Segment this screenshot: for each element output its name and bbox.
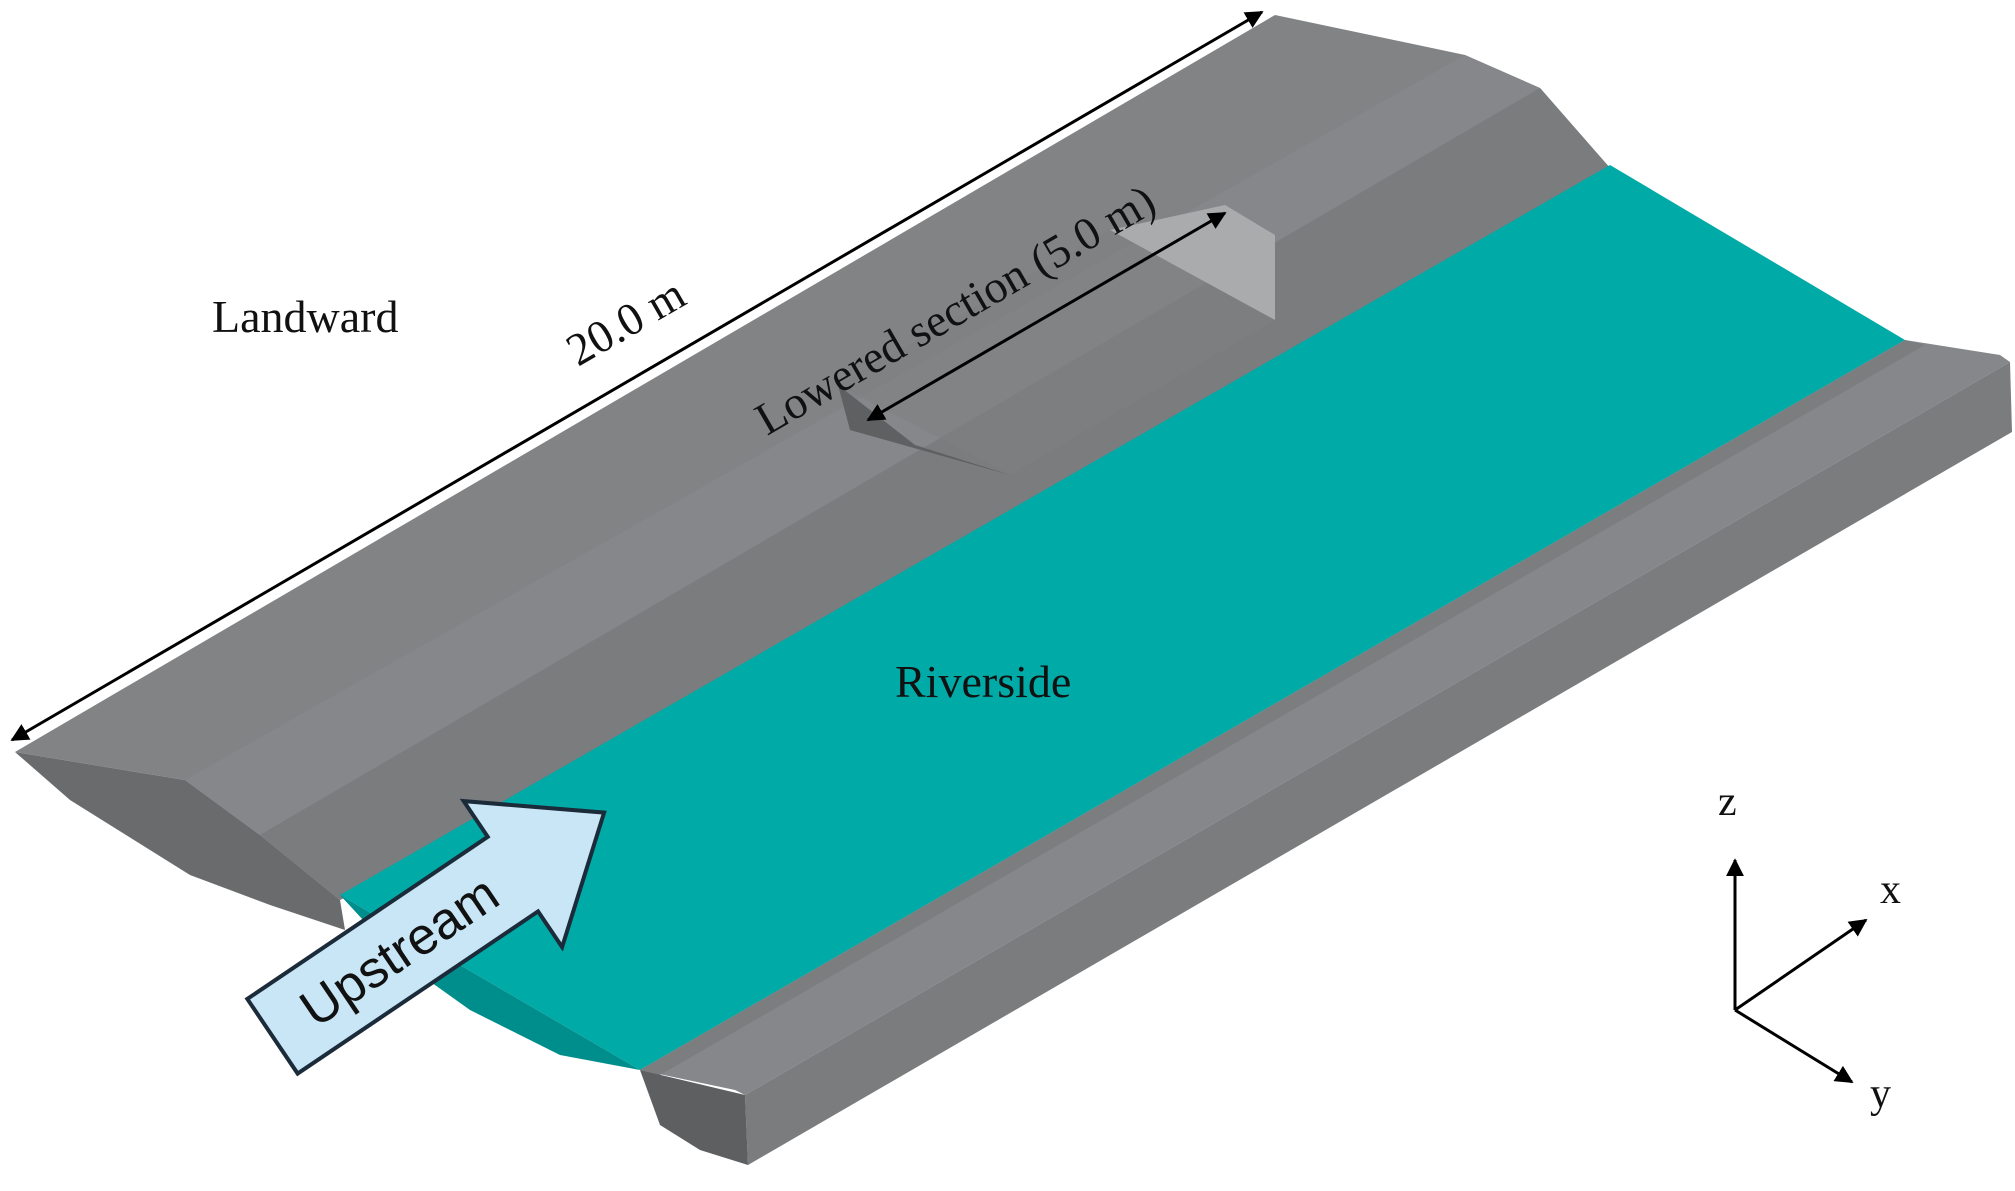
riverside-label: Riverside bbox=[895, 656, 1071, 707]
x-axis-arrow bbox=[1734, 918, 1868, 1012]
front-embankment-top bbox=[640, 340, 2010, 1095]
length-label: 20.0 m bbox=[558, 267, 694, 375]
block-arrow-icon bbox=[244, 798, 607, 1077]
embankment-end-face bbox=[15, 752, 345, 930]
x-axis-label: x bbox=[1880, 867, 1901, 913]
front-embankment-side-face bbox=[745, 362, 2012, 1165]
y-axis-arrow bbox=[1734, 1008, 1854, 1084]
landward-label: Landward bbox=[212, 291, 398, 342]
front-embankment-slope bbox=[640, 340, 1925, 1075]
axis-triad: z x y bbox=[1718, 779, 1901, 1117]
y-axis-label: y bbox=[1870, 1071, 1891, 1117]
lowered-section-dimension-arrow bbox=[866, 211, 1227, 422]
length-dimension-arrow bbox=[10, 10, 1264, 742]
front-embankment-end-face bbox=[640, 1070, 748, 1165]
riverside-embankment bbox=[640, 340, 2012, 1165]
z-axis-label: z bbox=[1718, 779, 1737, 825]
